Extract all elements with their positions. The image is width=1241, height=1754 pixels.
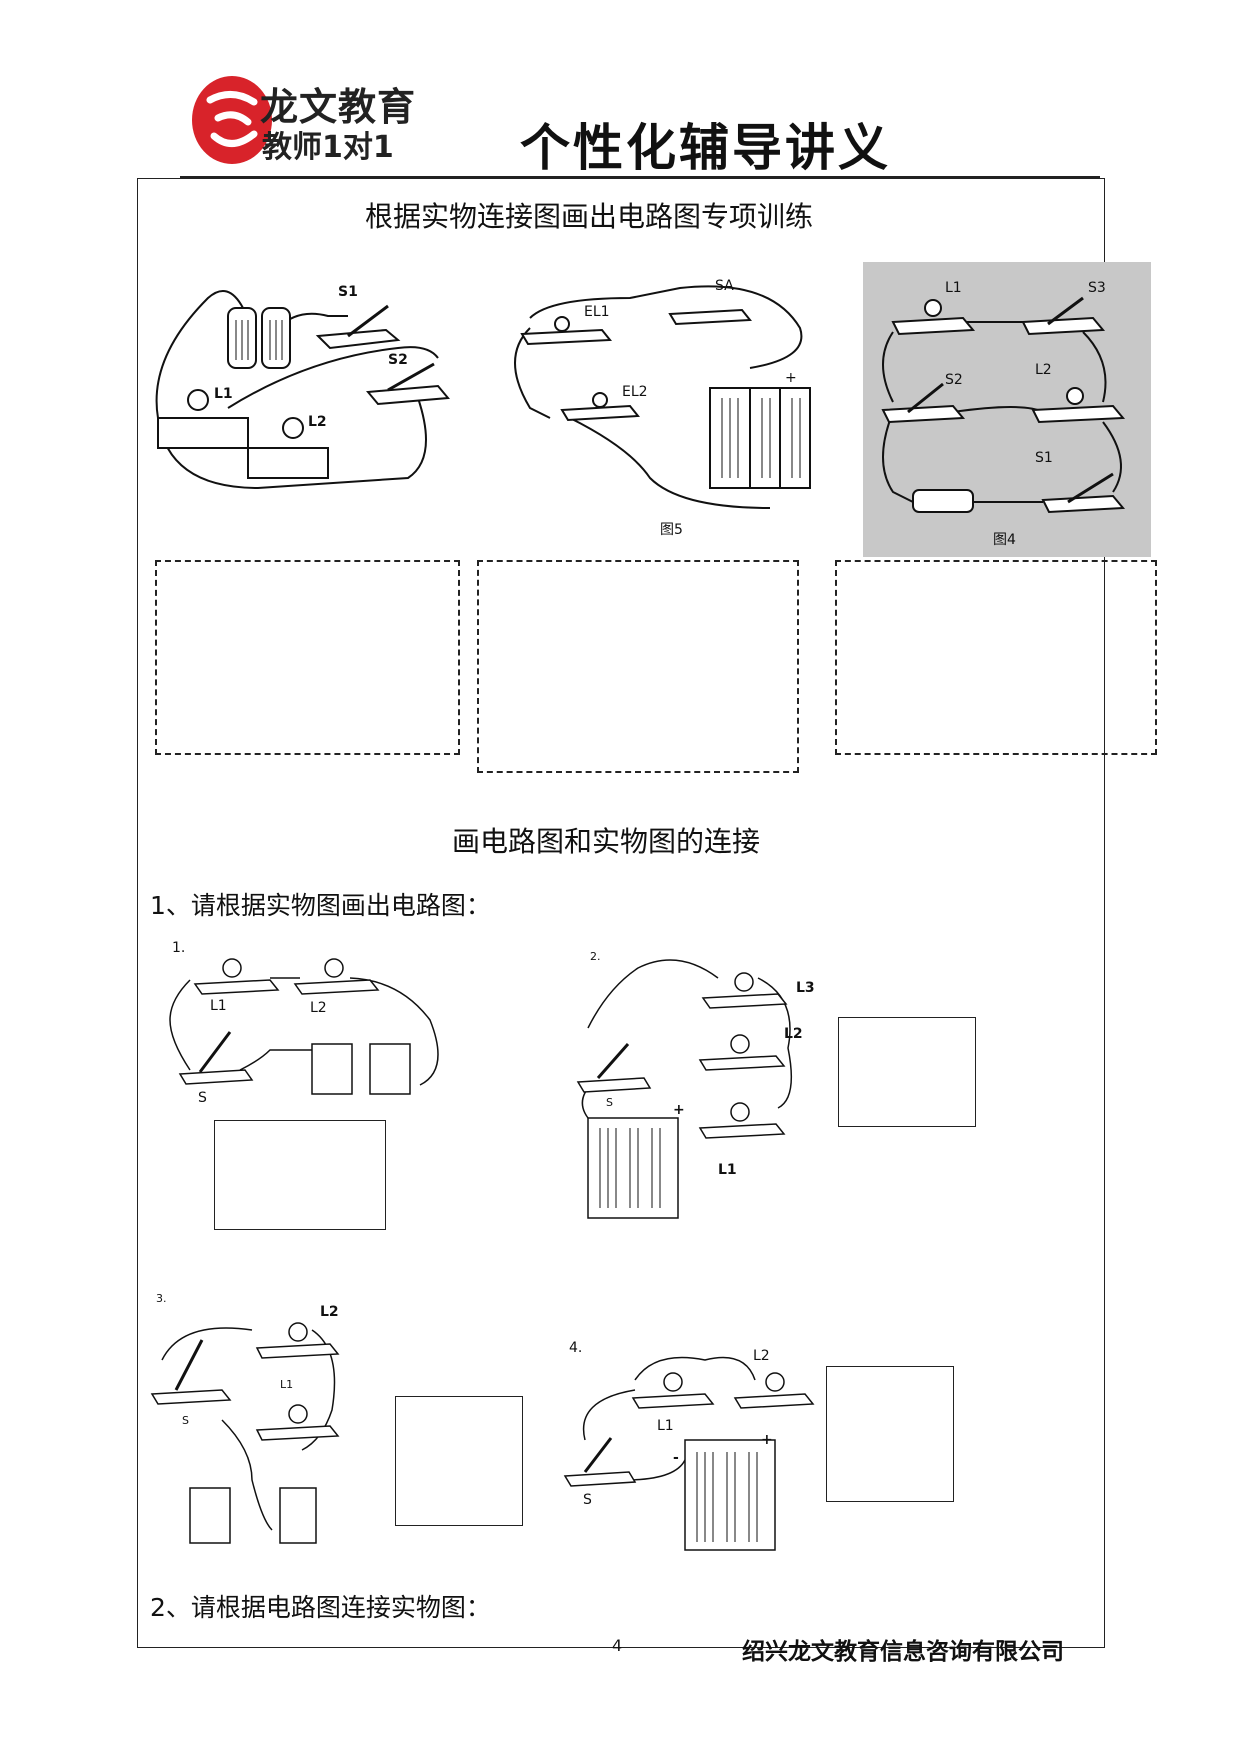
figure-caption-5: 图5 — [660, 522, 683, 538]
question-1: 1、请根据实物图画出电路图： — [150, 891, 491, 920]
label-s2: S2 — [388, 352, 408, 368]
problem-1-answer-box[interactable] — [214, 1120, 386, 1230]
label-l2: L2 — [320, 1304, 339, 1320]
circuit-drawing-a: S1 S2 L1 L2 — [155, 284, 450, 490]
problem-1-drawing: 1. L1 L2 S — [169, 940, 439, 1106]
label-s1: S1 — [1035, 450, 1053, 466]
problem-4-figure: 4. L2 L1 S + - — [563, 1340, 825, 1560]
content-frame — [137, 178, 1105, 1648]
label-l1: L1 — [280, 1378, 293, 1391]
label-l2: L2 — [784, 1026, 803, 1042]
figure-caption-4: 图4 — [993, 532, 1016, 548]
problem-number: 1. — [172, 940, 185, 956]
page-number: 4 — [612, 1636, 623, 1655]
logo-emblem-icon — [192, 76, 272, 164]
answer-box-c[interactable] — [835, 560, 1157, 755]
label-el2: EL2 — [622, 384, 648, 400]
footer-company: 绍兴龙文教育信息咨询有限公司 — [742, 1639, 1064, 1665]
answer-box-b[interactable] — [477, 560, 799, 773]
label-s2: S2 — [945, 372, 963, 388]
label-s: S — [583, 1492, 592, 1508]
label-minus: - — [673, 1450, 679, 1466]
circuit-figure-a: S1 S2 L1 L2 — [148, 268, 450, 508]
label-plus: + — [673, 1102, 685, 1118]
problem-3-answer-box[interactable] — [395, 1396, 523, 1526]
label-s: S — [198, 1090, 207, 1106]
problem-1-figure: 1. L1 L2 S — [160, 940, 460, 1120]
label-l3: L3 — [796, 980, 815, 996]
page-title: 个性化辅导讲义 — [520, 119, 891, 177]
label-l1: L1 — [210, 998, 227, 1014]
label-plus: + — [761, 1432, 773, 1448]
circuit-drawing-c: L1 S3 S2 L2 S1 图4 — [881, 280, 1126, 548]
problem-4-drawing: 4. L2 L1 S + - — [563, 1340, 815, 1551]
label-l1: L1 — [657, 1418, 674, 1434]
circuit-figure-c: L1 S3 S2 L2 S1 图4 — [863, 262, 1151, 557]
section2-title: 画电路图和实物图的连接 — [452, 825, 761, 858]
problem-4-answer-box[interactable] — [826, 1366, 954, 1502]
label-s: S — [606, 1096, 613, 1109]
problem-3-figure: 3. L2 L1 S — [150, 1290, 382, 1560]
label-s1: S1 — [338, 284, 358, 300]
label-el1: EL1 — [584, 304, 610, 320]
section1-title: 根据实物连接图画出电路图专项训练 — [365, 200, 814, 233]
problem-number: 2. — [590, 950, 601, 963]
circuit-figure-b: SA EL1 EL2 + 图5 — [510, 268, 830, 538]
problem-3-drawing: 3. L2 L1 S — [150, 1292, 340, 1544]
answer-box-a[interactable] — [155, 560, 460, 755]
label-l2: L2 — [1035, 362, 1052, 378]
problem-2-answer-box[interactable] — [838, 1017, 976, 1127]
label-l1: L1 — [945, 280, 962, 296]
label-l1: L1 — [718, 1162, 737, 1178]
label-l2: L2 — [308, 414, 327, 430]
label-s: S — [182, 1414, 189, 1427]
label-l2: L2 — [753, 1348, 770, 1364]
problem-number: 4. — [569, 1340, 582, 1356]
label-s3: S3 — [1088, 280, 1106, 296]
label-plus: + — [785, 370, 797, 386]
question-2: 2、请根据电路图连接实物图： — [150, 1593, 491, 1622]
header-rule — [180, 176, 1100, 178]
label-l2: L2 — [310, 1000, 327, 1016]
logo: 龙文教育 教师1对1 — [188, 70, 438, 170]
logo-tagline-text: 教师1对1 — [262, 130, 394, 165]
label-l1: L1 — [214, 386, 233, 402]
problem-2-figure: 2. L3 L2 L1 S + — [576, 948, 828, 1238]
problem-2-drawing: 2. L3 L2 L1 S + — [576, 950, 815, 1219]
problem-number: 3. — [156, 1292, 167, 1305]
circuit-drawing-b: SA EL1 EL2 + 图5 — [514, 278, 811, 538]
label-sa: SA — [715, 278, 734, 294]
logo-brand-text: 龙文教育 — [260, 85, 417, 129]
